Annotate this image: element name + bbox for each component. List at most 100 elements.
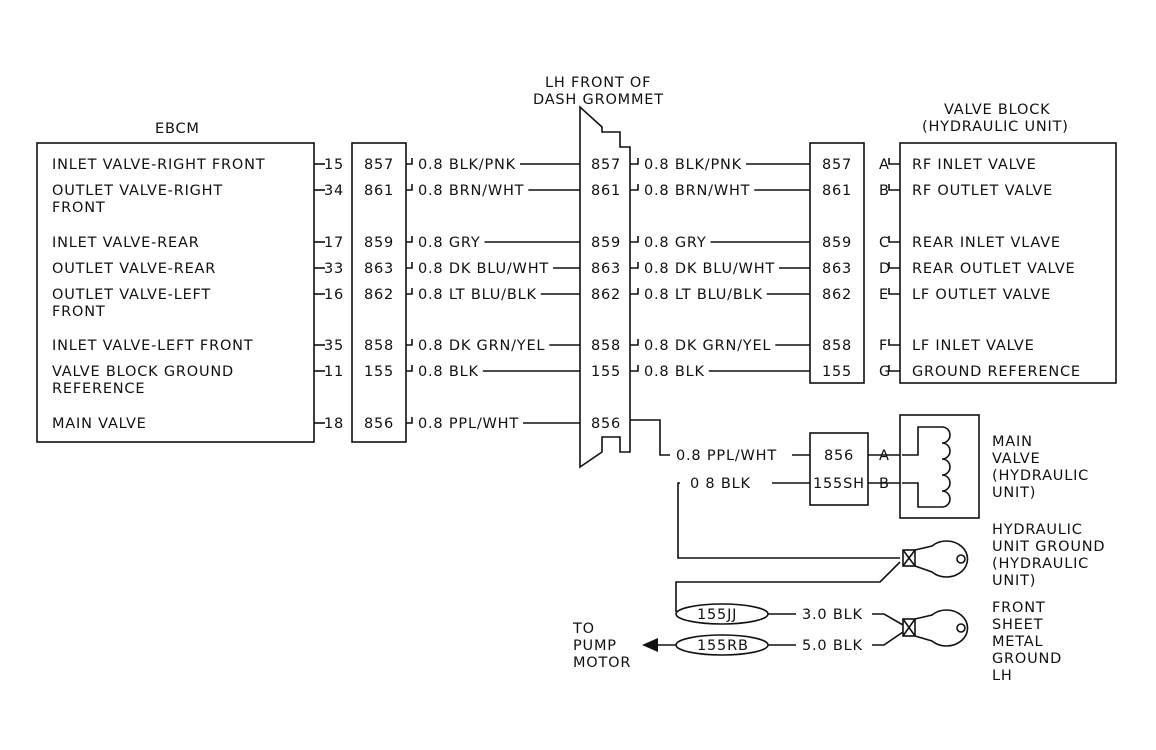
circuit-858-ebcm-side: 858: [364, 338, 394, 354]
wire-5-0-right: [872, 631, 904, 646]
sheet-ground-label-5: LH: [992, 668, 1013, 684]
wire-hook-right: [630, 158, 639, 165]
dash-grommet: [579, 105, 631, 469]
circuit-856-grommet: 856: [591, 416, 621, 432]
ebcm-label-0-0: INLET VALVE-RIGHT FRONT: [52, 157, 265, 173]
valve-block-pin-C: C: [879, 235, 890, 251]
circuit-861-grommet: 861: [591, 183, 621, 199]
hydraulic-ground-label-1: HYDRAULIC: [992, 522, 1083, 538]
circuit-859-valve-block-side: 859: [822, 235, 852, 251]
ebcm-pin-34: 34: [324, 183, 344, 199]
wire-label-left-863: 0.8 DK BLU/WHT: [418, 261, 549, 277]
main-valve-wire-top: 0.8 PPL/WHT: [676, 448, 777, 464]
wire-label-right-863: 0.8 DK BLU/WHT: [644, 261, 775, 277]
valve-block-connector-box: [809, 142, 865, 384]
wire-label-left-857: 0.8 BLK/PNK: [418, 157, 516, 173]
wire-hook: [406, 417, 413, 424]
ebcm-label-7-0: MAIN VALVE: [52, 416, 147, 432]
main-valve-feed-wire: [630, 419, 670, 456]
wire-label-left-861: 0.8 BRN/WHT: [418, 183, 524, 199]
valve-pin-stub: [888, 288, 900, 295]
grommet-title-line-2: DASH GROMMET: [533, 92, 664, 108]
wire-hook-right: [630, 365, 639, 372]
hydraulic-ground-branch: [675, 561, 901, 612]
circuit-862-grommet: 862: [591, 287, 621, 303]
wire-label-left-859: 0.8 GRY: [418, 235, 481, 251]
valve-block-label-G: GROUND REFERENCE: [912, 364, 1081, 380]
ebcm-pin-11: 11: [324, 364, 344, 380]
valve-block-pin-A: A: [879, 157, 890, 173]
sheet-metal-ground-terminal-icon: [902, 618, 916, 637]
circuit-155-grommet: 155: [591, 364, 621, 380]
circuit-857-ebcm-side: 857: [364, 157, 394, 173]
hydraulic-ground-hole-icon: [956, 554, 966, 564]
main-valve-label-2: VALVE: [992, 451, 1040, 467]
wire-label-left-858: 0.8 DK GRN/YEL: [418, 338, 545, 354]
ebcm-pin-17: 17: [324, 235, 344, 251]
hydraulic-ground-label-2: UNIT GROUND: [992, 539, 1105, 555]
valve-pin-stub: [888, 262, 900, 269]
valve-pin-stub: [888, 158, 900, 165]
ebcm-label-1-1: FRONT: [52, 200, 106, 216]
circuit-861-valve-block-side: 861: [822, 183, 852, 199]
pump-label-3: MOTOR: [573, 655, 631, 671]
wire-hook: [406, 158, 413, 165]
wire-label-right-155: 0.8 BLK: [644, 364, 705, 380]
ebcm-pin-16: 16: [324, 287, 344, 303]
hydraulic-ground-x-icon: [902, 549, 916, 567]
wire-label-left-856: 0.8 PPL/WHT: [418, 416, 519, 432]
ebcm-box: [36, 142, 315, 443]
wire-3-0-blk-label: 3.0 BLK: [802, 607, 863, 623]
sheet-metal-ground-eyelet-icon: [914, 609, 969, 647]
main-valve-connector-box: [809, 432, 869, 506]
circuit-858-grommet: 858: [591, 338, 621, 354]
circuit-155-valve-block-side: 155: [822, 364, 852, 380]
ebcm-label-1-0: OUTLET VALVE-RIGHT: [52, 183, 223, 199]
splice-155jj-label: 155JJ: [697, 607, 737, 623]
main-valve-pin-a: A: [879, 448, 890, 464]
circuit-155-ebcm-side: 155: [364, 364, 394, 380]
ebcm-label-4-0: OUTLET VALVE-LEFT: [52, 287, 211, 303]
wire-label-right-857: 0.8 BLK/PNK: [644, 157, 742, 173]
valve-block-title-line-2: (HYDRAULIC UNIT): [922, 119, 1069, 135]
ebcm-pin-35: 35: [324, 338, 344, 354]
wire-hook-right: [630, 236, 639, 243]
splice-155rb-label: 155RB: [697, 638, 749, 654]
circuit-862-ebcm-side: 862: [364, 287, 394, 303]
sheet-ground-label-2: SHEET: [992, 617, 1043, 633]
wire-label-right-859: 0.8 GRY: [644, 235, 707, 251]
ebcm-label-3-0: OUTLET VALVE-REAR: [52, 261, 216, 277]
hydraulic-ground-label-4: UNIT): [992, 573, 1036, 589]
circuit-859-ebcm-side: 859: [364, 235, 394, 251]
wire-hook: [406, 184, 413, 191]
circuit-857-grommet: 857: [591, 157, 621, 173]
wire-3-0-right: [872, 613, 904, 626]
valve-block-pin-E: E: [879, 287, 889, 303]
ebcm-title: EBCM: [155, 121, 200, 137]
pump-label-2: PUMP: [573, 638, 617, 654]
valve-pin-stub: [888, 365, 900, 372]
circuit-861-ebcm-side: 861: [364, 183, 394, 199]
valve-pin-stub: [888, 236, 900, 243]
wire-label-left-155: 0.8 BLK: [418, 364, 479, 380]
ebcm-label-5-0: INLET VALVE-LEFT FRONT: [52, 338, 253, 354]
ebcm-pin-18: 18: [324, 416, 344, 432]
wire-label-right-858: 0.8 DK GRN/YEL: [644, 338, 771, 354]
sheet-metal-ground-hole-icon: [956, 623, 966, 633]
pump-arrow-icon: [642, 638, 658, 652]
valve-block-pin-F: F: [879, 338, 888, 354]
valve-block-pin-D: D: [879, 261, 891, 277]
ebcm-connector-box: [351, 142, 407, 443]
main-valve-label-3: (HYDRAULIC: [992, 468, 1089, 484]
circuit-863-ebcm-side: 863: [364, 261, 394, 277]
valve-pin-stub: [888, 339, 900, 346]
wire-hook: [406, 365, 413, 372]
valve-block-pin-G: G: [879, 364, 891, 380]
wire-hook-right: [630, 339, 639, 346]
ebcm-label-4-1: FRONT: [52, 304, 106, 320]
valve-pin-stub: [888, 184, 900, 191]
valve-block-label-C: REAR INLET VLAVE: [912, 235, 1061, 251]
